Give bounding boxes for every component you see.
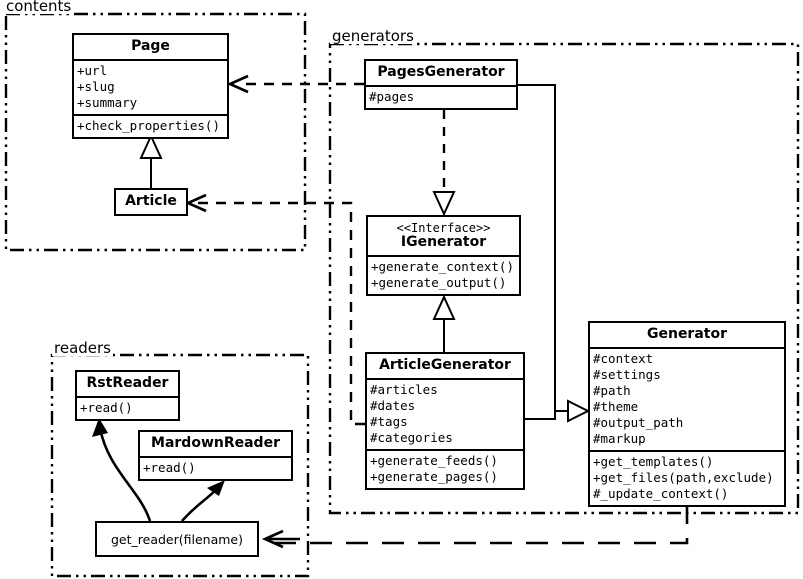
class-title-pages-generator: PagesGenerator (377, 64, 505, 80)
class-attributes-generator: #context #settings #path #theme #output_… (590, 347, 784, 450)
class-title-generator: Generator (646, 326, 727, 342)
operation-check-properties: +check_properties() (77, 118, 220, 133)
class-box-article[interactable]: Article (114, 188, 188, 216)
class-box-igenerator[interactable]: <<Interface>> IGenerator +generate_conte… (366, 215, 521, 296)
attribute-pages: #pages (369, 89, 415, 104)
attribute-dates: #dates (370, 398, 416, 413)
attribute-output-path: #output_path (593, 415, 684, 430)
attribute-slug: +slug (77, 79, 115, 94)
class-title-mardown-reader: MardownReader (151, 435, 280, 451)
attribute-settings: #settings (593, 367, 661, 382)
class-title-article-generator: ArticleGenerator (379, 357, 511, 373)
class-title-page: Page (131, 38, 170, 54)
class-box-page[interactable]: Page +url +slug +summary +check_properti… (72, 33, 229, 139)
operation-generate-pages: +generate_pages() (370, 469, 498, 484)
class-title-igenerator: <<Interface>> IGenerator (368, 217, 519, 255)
class-attributes-page: +url +slug +summary (74, 59, 227, 114)
edge-get-reader-returns-mardownreader (181, 480, 225, 522)
attribute-markup: #markup (593, 431, 646, 446)
class-operations-generator: +get_templates() +get_files(path,exclude… (590, 450, 784, 505)
class-box-generator[interactable]: Generator #context #settings #path #them… (588, 321, 786, 507)
edge-pagesgenerator-realizes-igenerator (432, 110, 456, 217)
edge-articlegenerator-uses-article (184, 193, 365, 426)
operation-get-files: +get_files(path,exclude) (593, 470, 774, 485)
class-operations-mardown-reader: +read() (140, 456, 291, 479)
edge-article-inherits-page (139, 133, 163, 188)
attribute-theme: #theme (593, 399, 639, 414)
class-operations-page: +check_properties() (74, 114, 227, 137)
class-attributes-article-generator: #articles #dates #tags #categories (367, 378, 523, 449)
attribute-url: +url (77, 63, 108, 78)
attribute-summary: +summary (77, 95, 138, 110)
operation-read-markdown: +read() (143, 460, 196, 475)
class-attributes-pages-generator: #pages (366, 85, 516, 108)
attribute-tags: #tags (370, 414, 408, 429)
class-box-article-generator[interactable]: ArticleGenerator #articles #dates #tags … (365, 352, 525, 490)
attribute-articles: #articles (370, 382, 438, 397)
operation-get-templates: +get_templates() (593, 454, 714, 469)
attribute-categories: #categories (370, 430, 453, 445)
edge-articlegenerator-inherits-generator (525, 399, 591, 423)
function-label-get-reader: get_reader(filename) (111, 531, 243, 547)
operation-generate-output: +generate_output() (371, 275, 507, 290)
package-label-contents: contents (4, 0, 74, 15)
class-stereotype-igenerator: <<Interface>> (396, 221, 491, 235)
package-label-generators: generators (330, 27, 416, 45)
class-operations-article-generator: +generate_feeds() +generate_pages() (367, 449, 523, 488)
class-box-pages-generator[interactable]: PagesGenerator #pages (364, 59, 518, 110)
class-operations-igenerator: +generate_context() +generate_output() (368, 255, 519, 294)
operation-generate-feeds: +generate_feeds() (370, 453, 498, 468)
attribute-context: #context (593, 351, 654, 366)
function-box-get-reader[interactable]: get_reader(filename) (95, 521, 259, 557)
edge-generator-uses-get-reader (261, 502, 689, 549)
edge-pagesgenerator-inherits-generator (518, 84, 568, 412)
attribute-path: #path (593, 383, 631, 398)
class-operations-rst-reader: +read() (77, 396, 178, 419)
package-label-readers: readers (52, 339, 113, 357)
class-title-article: Article (125, 193, 177, 209)
edge-articlegenerator-realizes-igenerator (432, 294, 456, 352)
class-title-text-igenerator: IGenerator (400, 234, 487, 250)
operation-generate-context: +generate_context() (371, 259, 514, 274)
class-box-mardown-reader[interactable]: MardownReader +read() (138, 430, 293, 481)
class-box-rst-reader[interactable]: RstReader +read() (75, 370, 180, 421)
class-title-rst-reader: RstReader (86, 375, 169, 391)
edge-pagesgenerator-uses-page (226, 74, 364, 94)
operation-update-context: #_update_context() (593, 486, 729, 501)
operation-read-rst: +read() (80, 400, 133, 415)
